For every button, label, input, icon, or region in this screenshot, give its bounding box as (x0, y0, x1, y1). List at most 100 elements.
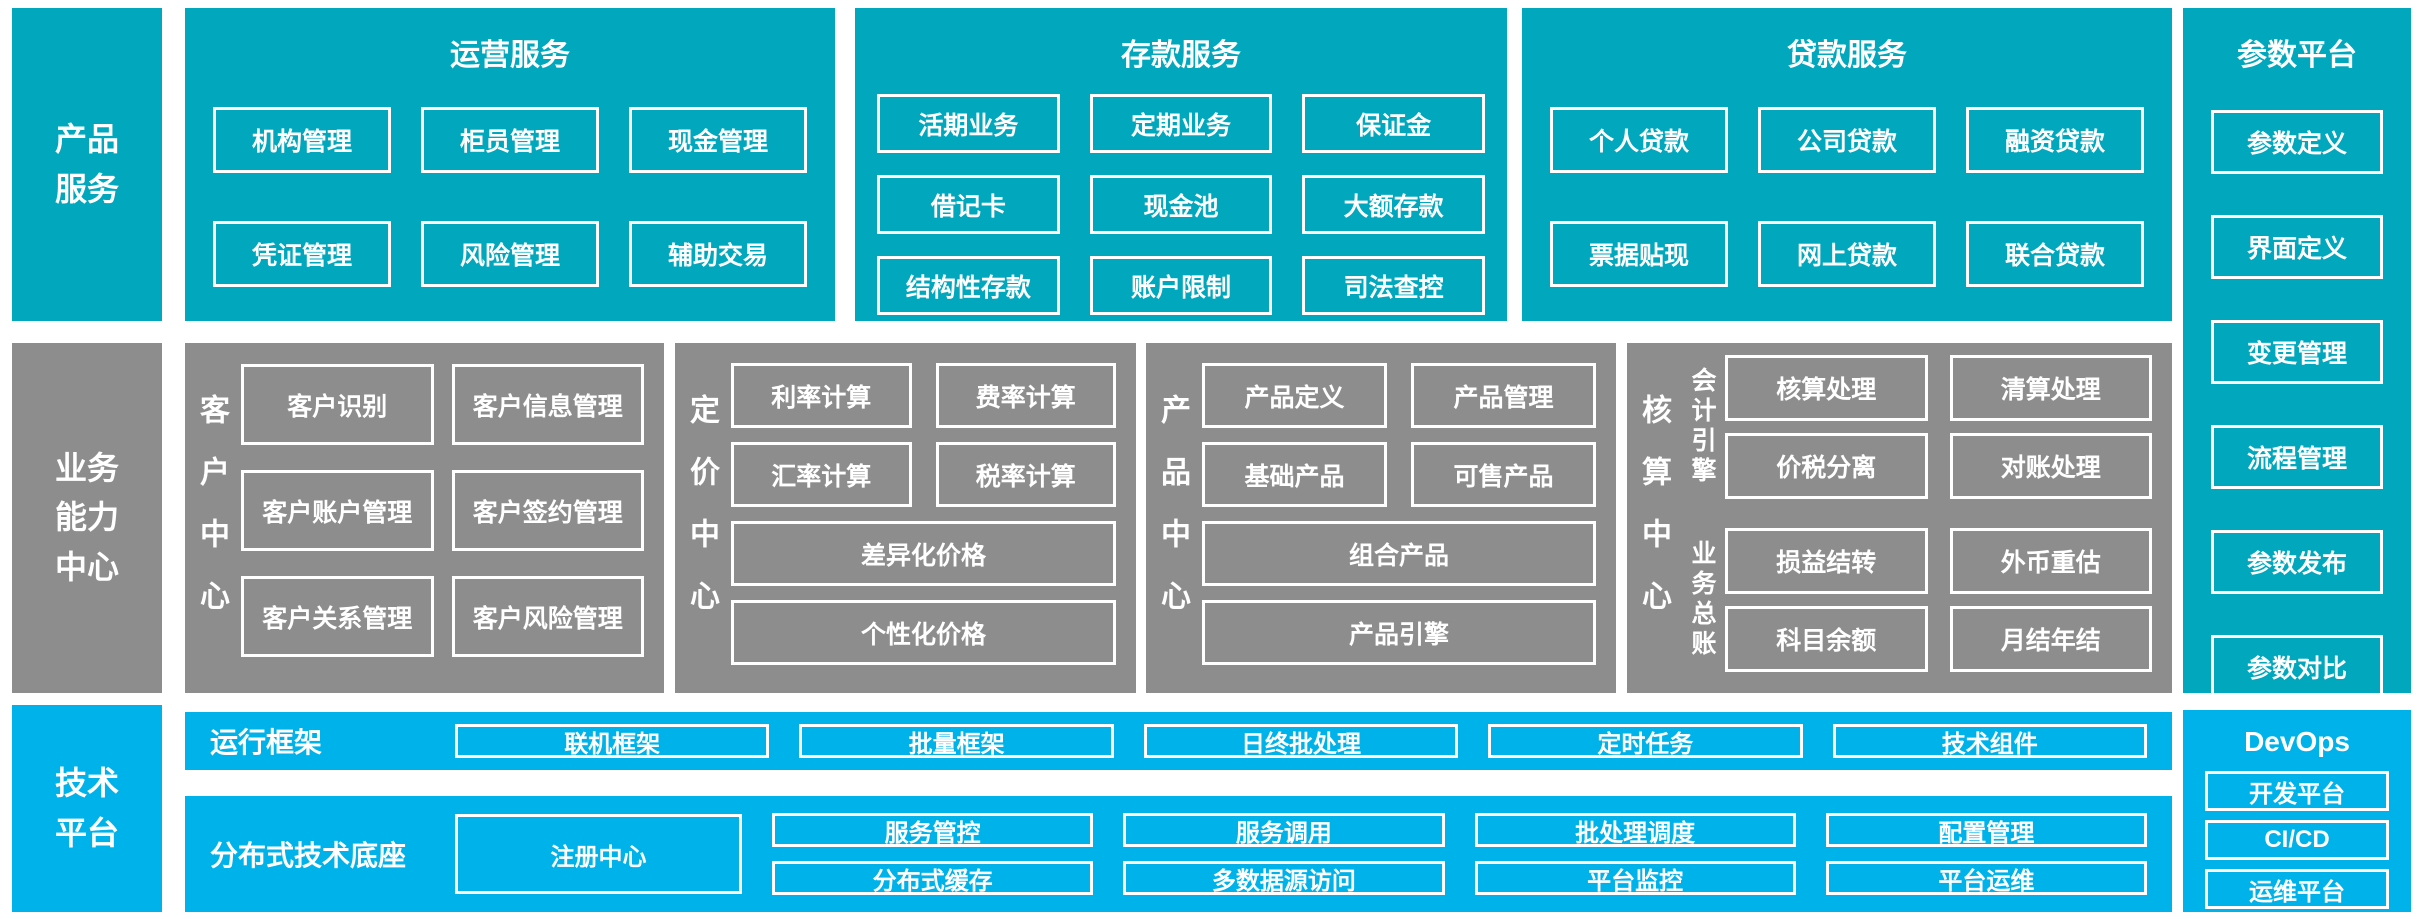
capability-box: 产品定义 (1202, 363, 1387, 428)
tech-box: 技术组件 (1832, 724, 2147, 758)
capability-box-wide: 组合产品 (1202, 521, 1596, 586)
group-vertical-label-wrap: 会计引擎 (1679, 355, 1725, 499)
capability-box: 基础产品 (1202, 442, 1387, 507)
tech-box: 联机框架 (455, 724, 770, 758)
capability-box: 清算处理 (1949, 355, 2152, 421)
tech-box: 配置管理 (1825, 813, 2147, 847)
business-band-label-text: 业务能力中心 (54, 449, 119, 585)
service-box: 借记卡 (877, 175, 1060, 234)
service-box: 参数对比 (2211, 635, 2383, 699)
tech-box: CI/CD (2205, 820, 2389, 860)
section-vertical-title: 定价中心 (685, 394, 718, 642)
service-box: 活期业务 (877, 94, 1060, 153)
capability-box: 损益结转 (1725, 528, 1928, 594)
service-box: 账户限制 (1089, 256, 1273, 315)
section-operations: 运营服务 机构管理 柜员管理 现金管理 凭证管理 风险管理 辅助交易 (185, 8, 835, 321)
tech-box: 平台运维 (1825, 861, 2147, 895)
operations-grid: 机构管理 柜员管理 现金管理 凭证管理 风险管理 辅助交易 (185, 74, 835, 287)
section-vertical-title: 客户中心 (195, 394, 228, 642)
capability-box: 核算处理 (1725, 355, 1928, 421)
registry-center-box: 注册中心 (455, 814, 742, 894)
deposit-grid: 活期业务 定期业务 保证金 借记卡 现金池 大额存款 结构性存款 账户限制 司法… (855, 74, 1507, 315)
service-box: 司法查控 (1302, 256, 1485, 315)
service-box: 保证金 (1302, 94, 1485, 153)
runtime-items: 联机框架 批量框架 日终批处理 定时任务 技术组件 (455, 724, 2147, 758)
capability-box: 客户信息管理 (451, 364, 644, 445)
tech-box: 平台监控 (1474, 861, 1796, 895)
section-customer-center: 客户中心 客户识别 客户信息管理 客户账户管理 客户签约管理 客户关系管理 客户… (185, 343, 664, 693)
service-box: 机构管理 (213, 107, 391, 173)
bar-label: 分布式技术底座 (210, 840, 407, 871)
capability-box: 科目余额 (1725, 606, 1928, 672)
product-band-label: 产品服务 (12, 8, 162, 321)
tech-box: 运维平台 (2205, 869, 2389, 909)
service-box: 界面定义 (2211, 215, 2383, 279)
bar-label: 运行框架 (210, 727, 323, 758)
service-box: 结构性存款 (877, 256, 1060, 315)
service-box: 大额存款 (1302, 175, 1485, 234)
section-title: DevOps (2244, 726, 2350, 757)
engine-grid: 核算处理 清算处理 价税分离 对账处理 (1725, 355, 2152, 499)
service-box: 联合贷款 (1966, 221, 2144, 287)
accounting-groups: 会计引擎 核算处理 清算处理 价税分离 对账处理 业务总账 损益结转 外币重估 … (1679, 343, 2172, 693)
section-accounting-center: 核算中心 会计引擎 核算处理 清算处理 价税分离 对账处理 业务总账 损 (1627, 343, 2172, 693)
section-loan: 贷款服务 个人贷款 公司贷款 融资贷款 票据贴现 网上贷款 联合贷款 (1522, 8, 2172, 321)
section-title: 运营服务 (450, 39, 570, 72)
service-box: 融资贷款 (1966, 107, 2144, 173)
service-box: 参数定义 (2211, 110, 2383, 174)
group-vertical-label: 业务总账 (1688, 540, 1716, 660)
section-title: 参数平台 (2237, 39, 2357, 72)
loan-grid: 个人贷款 公司贷款 融资贷款 票据贴现 网上贷款 联合贷款 (1522, 74, 2172, 287)
vertical-title-wrap: 定价中心 (675, 343, 727, 693)
section-pricing-center: 定价中心 利率计算 费率计算 汇率计算 税率计算 差异化价格 个性化价格 (675, 343, 1136, 693)
accounting-group-engine: 会计引擎 核算处理 清算处理 价税分离 对账处理 (1679, 355, 2152, 499)
tech-box: 多数据源访问 (1123, 861, 1445, 895)
capability-box: 利率计算 (731, 363, 912, 428)
section-title: 存款服务 (1121, 39, 1241, 72)
section-param-platform: 参数平台 参数定义 界面定义 变更管理 流程管理 参数发布 参数对比 (2183, 8, 2411, 699)
capability-box: 费率计算 (935, 363, 1116, 428)
business-band-label: 业务能力中心 (12, 343, 162, 693)
section-product-center: 产品中心 产品定义 产品管理 基础产品 可售产品 组合产品 产品引擎 (1146, 343, 1616, 693)
param-list: 参数定义 界面定义 变更管理 流程管理 参数发布 参数对比 (2183, 74, 2411, 699)
service-box: 辅助交易 (629, 221, 807, 287)
capability-box: 外币重估 (1949, 528, 2152, 594)
tech-box: 定时任务 (1488, 724, 1803, 758)
service-box: 票据贴现 (1550, 221, 1728, 287)
service-box: 柜员管理 (421, 107, 599, 173)
service-box: 公司贷款 (1758, 107, 1936, 173)
tech-band-label-text: 技术平台 (54, 764, 119, 851)
capability-box: 客户风险管理 (451, 576, 644, 657)
runtime-framework-bar: 运行框架 联机框架 批量框架 日终批处理 定时任务 技术组件 (185, 712, 2172, 770)
service-box: 风险管理 (421, 221, 599, 287)
tech-box: 服务调用 (1123, 813, 1445, 847)
section-vertical-title: 核算中心 (1637, 394, 1670, 642)
group-vertical-label-wrap: 业务总账 (1679, 528, 1725, 672)
group-vertical-label: 会计引擎 (1688, 367, 1716, 487)
service-box: 凭证管理 (213, 221, 391, 287)
section-deposit: 存款服务 活期业务 定期业务 保证金 借记卡 现金池 大额存款 结构性存款 账户… (855, 8, 1507, 321)
vertical-title-wrap: 核算中心 (1627, 343, 1679, 693)
accounting-group-ledger: 业务总账 损益结转 外币重估 科目余额 月结年结 (1679, 528, 2152, 672)
capability-box: 税率计算 (935, 442, 1116, 507)
service-box: 现金管理 (629, 107, 807, 173)
distributed-items: 服务管控 服务调用 批处理调度 配置管理 分布式缓存 多数据源访问 平台监控 平… (772, 813, 2147, 895)
devops-list: 开发平台 CI/CD 运维平台 (2183, 758, 2411, 909)
capability-box-wide: 差异化价格 (731, 521, 1116, 586)
pricing-grid: 利率计算 费率计算 汇率计算 税率计算 差异化价格 个性化价格 (727, 343, 1136, 693)
capability-box: 对账处理 (1949, 433, 2152, 499)
section-devops: DevOps 开发平台 CI/CD 运维平台 (2183, 710, 2411, 912)
tech-box: 批量框架 (799, 724, 1114, 758)
section-title: 贷款服务 (1787, 39, 1907, 72)
product-grid: 产品定义 产品管理 基础产品 可售产品 组合产品 产品引擎 (1198, 343, 1616, 693)
capability-box: 产品管理 (1411, 363, 1596, 428)
service-box: 参数发布 (2211, 530, 2383, 594)
tech-box: 分布式缓存 (772, 861, 1094, 895)
service-box: 网上贷款 (1758, 221, 1936, 287)
service-box: 个人贷款 (1550, 107, 1728, 173)
capability-box: 月结年结 (1949, 606, 2152, 672)
section-vertical-title: 产品中心 (1156, 394, 1189, 642)
capability-box: 可售产品 (1411, 442, 1596, 507)
capability-box-wide: 个性化价格 (731, 600, 1116, 665)
